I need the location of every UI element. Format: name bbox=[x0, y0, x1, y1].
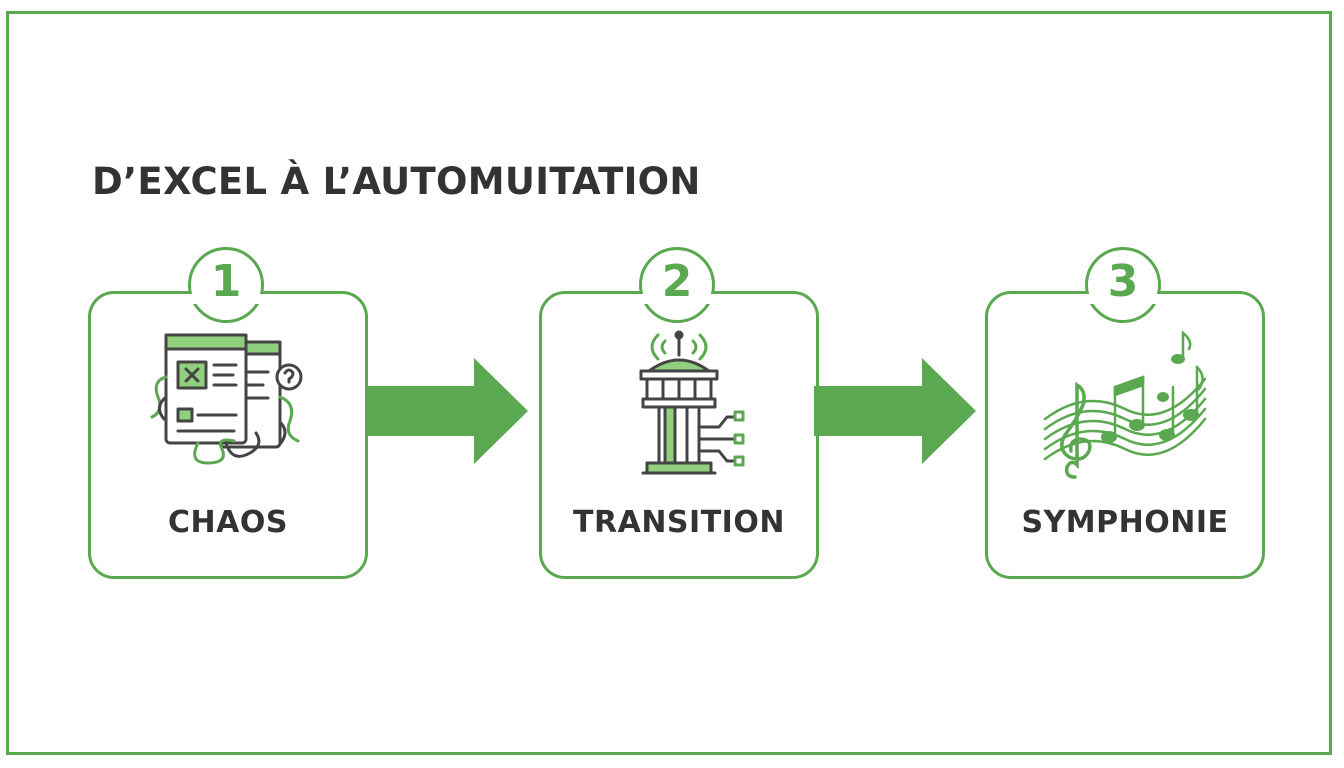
step-3: 3 SYMPHONIE bbox=[985, 247, 1265, 579]
step-number: 1 bbox=[210, 256, 242, 307]
music-notes-icon bbox=[1043, 330, 1207, 479]
step-label: CHAOS bbox=[168, 505, 288, 540]
arrow-right-icon bbox=[366, 358, 528, 464]
step-number: 2 bbox=[661, 256, 693, 307]
step-number-badge bbox=[639, 247, 715, 323]
outer-frame bbox=[6, 11, 1332, 755]
arrow-right-icon bbox=[814, 358, 976, 464]
step-card bbox=[985, 291, 1265, 579]
step-1: 1 bbox=[88, 247, 368, 579]
step-label: SYMPHONIE bbox=[1021, 505, 1229, 540]
step-number-badge bbox=[1085, 247, 1161, 323]
step-number-badge bbox=[188, 247, 264, 323]
control-tower-icon bbox=[639, 330, 745, 475]
diagram-title: D’EXCEL À L’AUTOMUITATION bbox=[92, 160, 701, 203]
step-number: 3 bbox=[1107, 256, 1139, 307]
step-2: 2 bbox=[539, 247, 819, 579]
spreadsheet-chaos-icon bbox=[150, 333, 303, 465]
step-label: TRANSITION bbox=[573, 505, 785, 540]
